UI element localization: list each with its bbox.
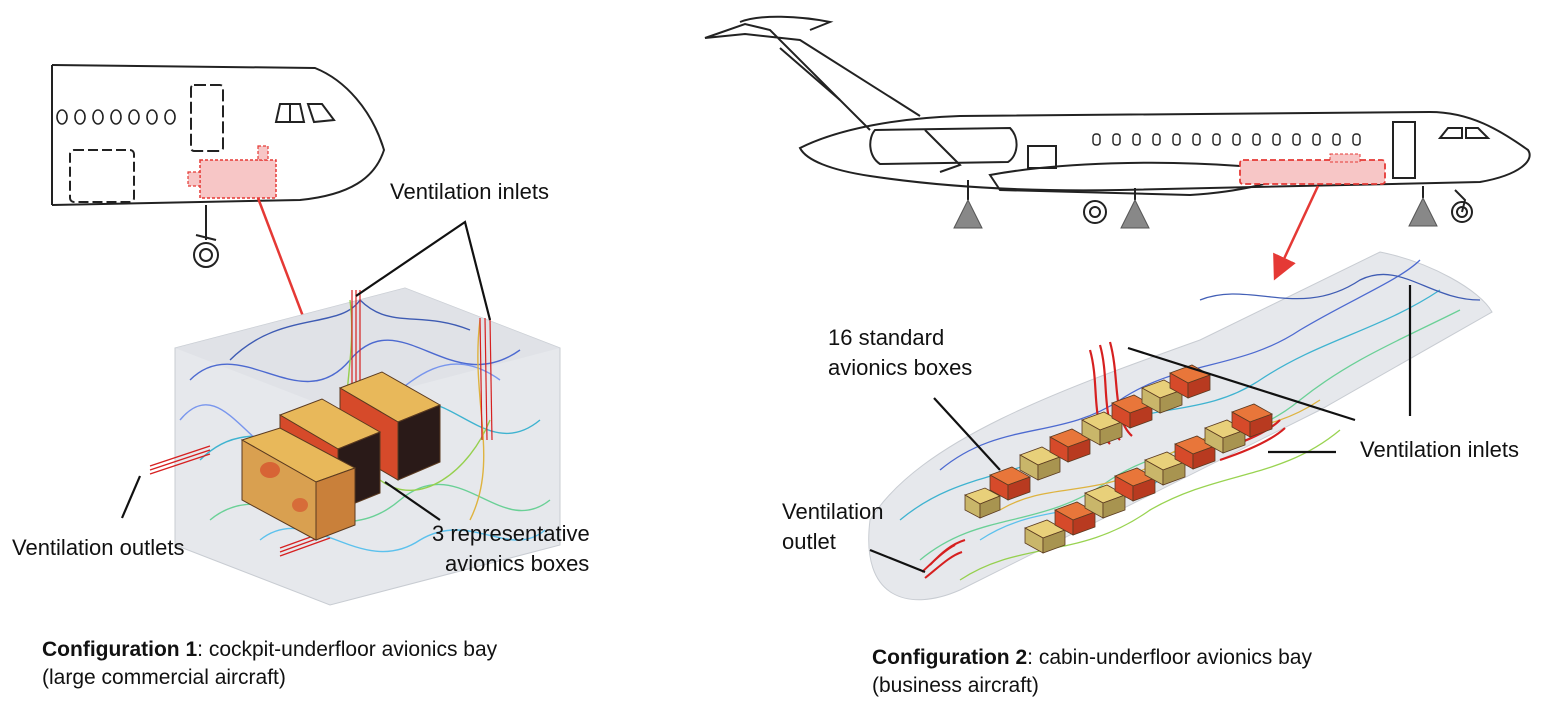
label-outlet-2-line2: outlet xyxy=(782,529,836,554)
label-ventilation-inlets-2: Ventilation inlets xyxy=(1360,437,1519,462)
business-jet-outline xyxy=(704,15,1531,224)
label-boxes-1-line1: 3 representative xyxy=(432,521,590,546)
label-ventilation-inlets-1: Ventilation inlets xyxy=(390,179,549,204)
ventilation-inlet-streams-1 xyxy=(351,290,493,441)
avionics-bay-highlight-2 xyxy=(1239,153,1386,185)
label-outlet-2-line1: Ventilation xyxy=(782,499,884,524)
caption-config-1-line2: (large commercial aircraft) xyxy=(42,666,286,689)
representative-avionics-boxes xyxy=(240,371,442,541)
standard-avionics-boxes xyxy=(964,364,1273,554)
avionics-box-row-upper xyxy=(964,364,1211,519)
label-boxes-1-line2: avionics boxes xyxy=(445,551,590,576)
aircraft-nose-outline xyxy=(51,64,386,268)
label-ventilation-outlets-1: Ventilation outlets xyxy=(12,535,185,560)
caption-config-2-line1: Configuration 2: cabin-underfloor avioni… xyxy=(872,644,1312,671)
avionics-box-row-lower xyxy=(1024,403,1273,554)
avionics-bay-2 xyxy=(868,251,1493,601)
leader-lines-2 xyxy=(869,285,1412,574)
caption-config-2-line2: (business aircraft) xyxy=(872,674,1039,697)
arrow-to-bay-2 xyxy=(1273,185,1320,281)
caption-config-1-title: Configuration 1 xyxy=(42,638,198,661)
caption-config-1-desc: : cockpit-underfloor avionics bay xyxy=(197,638,498,661)
avionics-bay-highlight xyxy=(187,145,277,199)
label-boxes-2-line1: 16 standard xyxy=(828,325,945,350)
caption-config-1-line1: Configuration 1: cockpit-underfloor avio… xyxy=(42,636,497,663)
caption-config-2-desc: : cabin-underfloor avionics bay xyxy=(1027,646,1312,669)
leader-lines-1 xyxy=(120,220,492,521)
caption-config-2-title: Configuration 2 xyxy=(872,646,1028,669)
jack-stands xyxy=(953,196,1438,229)
label-boxes-2-line2: avionics boxes xyxy=(828,355,973,380)
ventilation-outlet-streams-2 xyxy=(921,539,966,579)
